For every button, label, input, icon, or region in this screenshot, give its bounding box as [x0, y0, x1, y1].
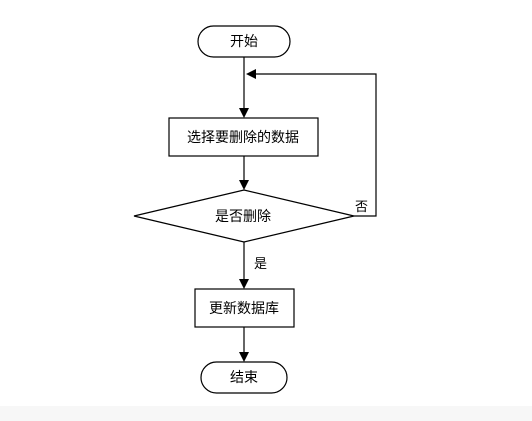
edge-no-loop — [246, 69, 377, 217]
decision-node: 是否删除 — [133, 189, 355, 243]
edge-yes — [239, 242, 249, 289]
yes-label: 是 — [254, 257, 267, 272]
select-data-node: 选择要删除的数据 — [168, 117, 319, 157]
decision-label: 是否删除 — [215, 209, 271, 225]
edge-select-to-decision — [239, 156, 249, 190]
no-label: 否 — [355, 200, 368, 215]
edge-update-to-end — [239, 327, 249, 362]
end-node-label: 结束 — [230, 370, 258, 386]
start-node: 开始 — [197, 25, 291, 58]
start-node-label: 开始 — [230, 34, 258, 50]
bottom-strip — [0, 406, 532, 421]
update-db-label: 更新数据库 — [209, 301, 279, 317]
update-db-node: 更新数据库 — [194, 288, 295, 328]
select-data-label: 选择要删除的数据 — [187, 130, 299, 146]
end-node: 结束 — [200, 361, 288, 394]
edge-start-to-select — [239, 57, 249, 118]
